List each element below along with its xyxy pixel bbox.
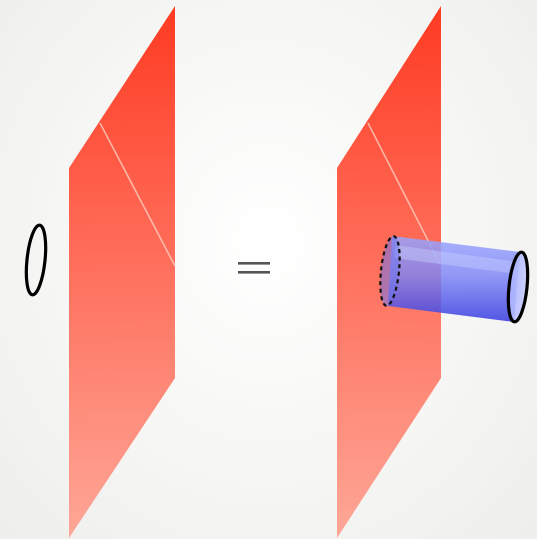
red-membrane-left bbox=[69, 6, 175, 538]
tube-highlight bbox=[394, 245, 518, 274]
right-configuration bbox=[337, 6, 530, 538]
tube-inner-end-fill bbox=[380, 236, 400, 306]
equals-sign bbox=[238, 262, 270, 274]
blue-cylinder bbox=[388, 236, 520, 322]
left-configuration bbox=[24, 6, 176, 538]
equals-bar-top bbox=[238, 262, 270, 265]
membrane-crease-left bbox=[99, 122, 176, 267]
closed-loop-right bbox=[506, 250, 530, 324]
closed-loop-left bbox=[24, 223, 48, 297]
dashed-loop-inner bbox=[379, 235, 401, 307]
equals-bar-bottom bbox=[238, 271, 270, 274]
